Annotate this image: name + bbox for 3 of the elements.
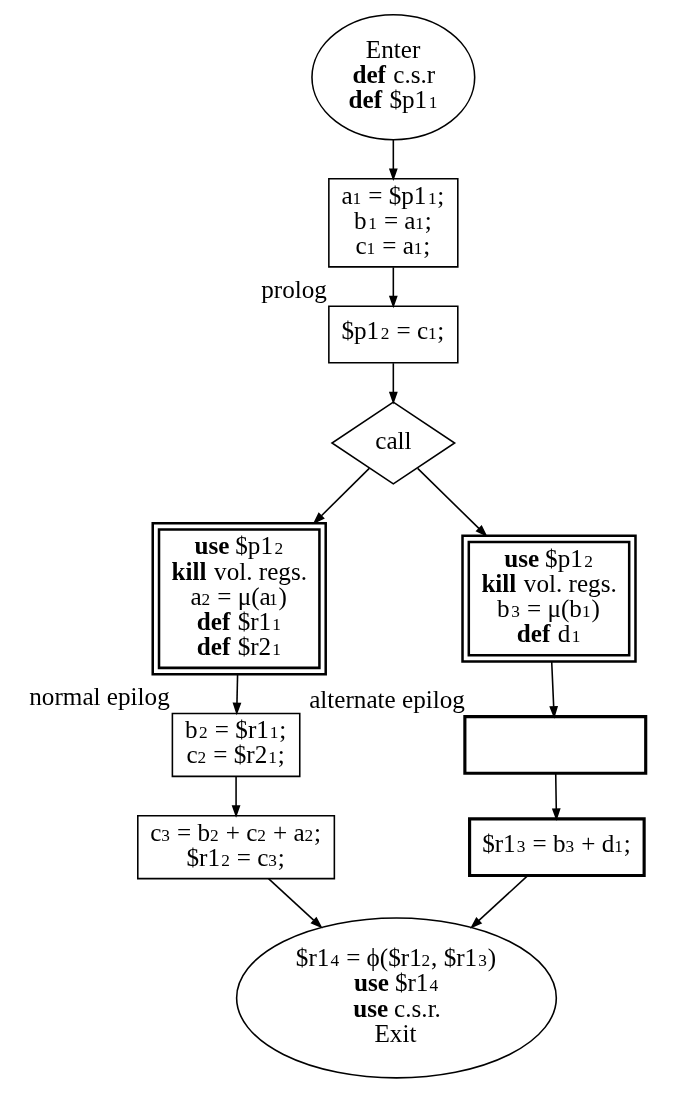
node-label: alternate epilog bbox=[308, 686, 465, 714]
node-label: normal epilog bbox=[28, 683, 170, 711]
node-label: prolog bbox=[260, 276, 327, 304]
